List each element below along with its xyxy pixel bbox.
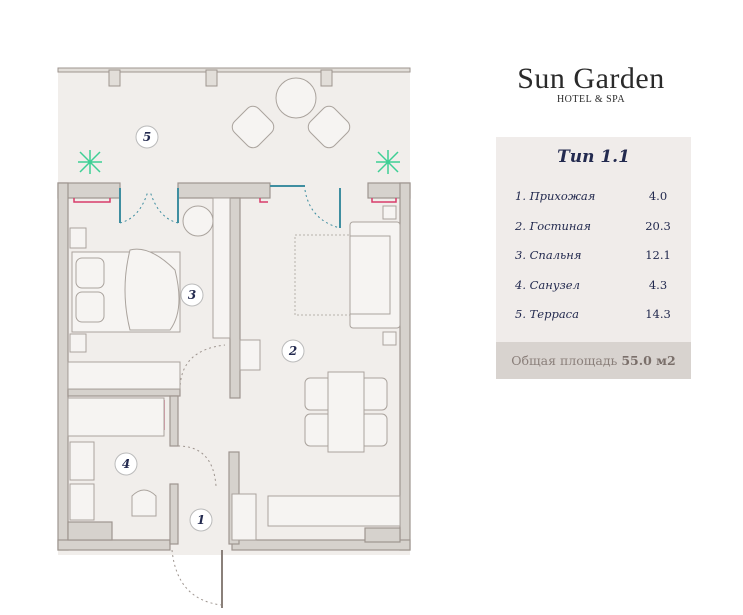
- room-area: 14.3: [645, 307, 671, 322]
- side-table: [382, 205, 397, 220]
- room-row: 2. Гостиная 20.3: [515, 219, 675, 249]
- room-area: 12.1: [645, 248, 671, 263]
- kitchen-counter: [267, 495, 401, 527]
- room-name: 5. Терраса: [515, 307, 579, 322]
- logo-title: Sun Garden: [517, 62, 665, 95]
- dining-set: [304, 371, 388, 453]
- sun-loungers: [231, 105, 351, 149]
- doors: [119, 185, 341, 229]
- room-label-3: 3: [188, 288, 196, 302]
- room-area: 4.0: [648, 189, 668, 203]
- plant-icon: [78, 150, 400, 174]
- room-area: 20.3: [645, 218, 671, 233]
- total-label: Общая площадь: [511, 353, 618, 368]
- shelf: [239, 339, 261, 371]
- room-labels: 1 2 3 4 5: [114, 125, 305, 532]
- room-label-1: 1: [197, 513, 205, 527]
- room-name: 3. Спальня: [515, 248, 582, 263]
- logo: Sun Garden HOTEL & SPA: [496, 62, 686, 105]
- legend-title: Тип 1.1: [557, 147, 630, 167]
- room-row: 1. Прихожая 4.0: [515, 189, 675, 219]
- tv-stand: [212, 197, 231, 339]
- room-label-2: 2: [288, 344, 297, 358]
- logo-subtitle: HOTEL & SPA: [556, 94, 626, 105]
- shoe-rack: [231, 493, 257, 541]
- room-label-4: 4: [122, 457, 130, 471]
- room-row: 4. Санузел 4.3: [515, 278, 675, 308]
- room-area: 4.3: [648, 277, 668, 292]
- room-name: 4. Санузел: [515, 277, 580, 292]
- bathroom-fixtures: [67, 397, 165, 521]
- room-label-5: 5: [143, 130, 151, 144]
- legend-card: Тип 1.1 1. Прихожая 4.0 2. Гостиная 20.3 3…: [496, 137, 691, 379]
- round-table: [275, 77, 317, 119]
- bed: [69, 227, 181, 353]
- total-area: Общая площадь 55.0 м2: [496, 342, 691, 379]
- total-value: 55.0 м2: [621, 353, 676, 368]
- room-name: 2. Гостиная: [515, 218, 591, 233]
- wardrobe: [67, 361, 181, 390]
- room-row: 3. Спальня 12.1: [515, 248, 675, 278]
- side-table: [382, 331, 397, 346]
- room-name: 1. Прихожая: [515, 189, 596, 203]
- sofa: [349, 221, 401, 329]
- room-row: 5. Терраса 14.3: [515, 307, 675, 337]
- armchair: [182, 205, 214, 237]
- terrace-railing: [57, 67, 411, 87]
- walls: [57, 182, 411, 551]
- room-list: 1. Прихожая 4.0 2. Гостиная 20.3 3. Спальн…: [515, 189, 675, 337]
